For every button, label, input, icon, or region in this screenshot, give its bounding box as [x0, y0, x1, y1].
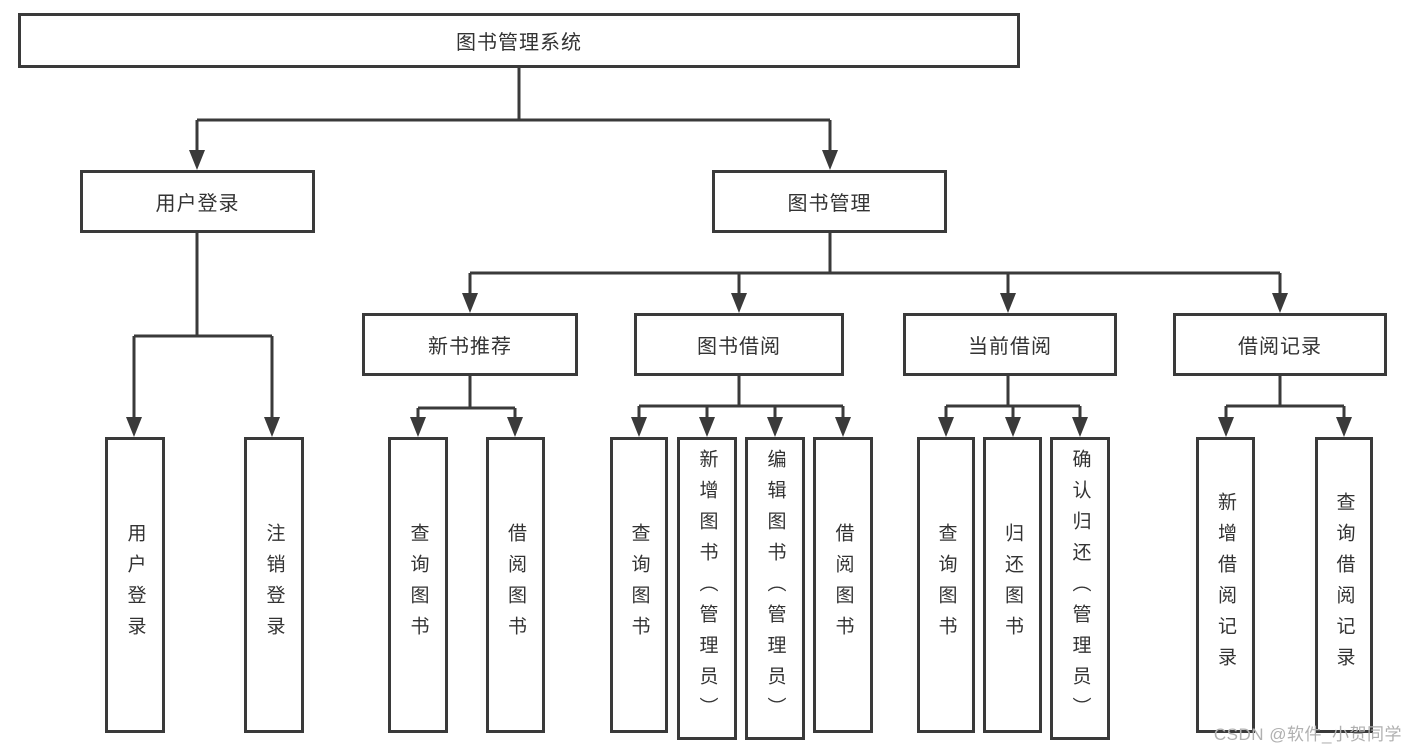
- node-new-book-recommend-label: 新书推荐: [428, 336, 512, 358]
- leaf-confirm-return-admin: 确认归还（管理员）: [1050, 437, 1110, 740]
- leaf-logout-label: 注销登录: [263, 523, 285, 647]
- node-borrow-records-label: 借阅记录: [1238, 336, 1322, 358]
- arrowhead-icons: [126, 150, 1352, 437]
- node-book-borrow: 图书借阅: [634, 313, 844, 376]
- leaf-user-login: 用户登录: [105, 437, 165, 733]
- leaf-user-login-label: 用户登录: [124, 523, 146, 647]
- leaf-borrow-books-recommend: 借阅图书: [486, 437, 545, 733]
- leaf-add-borrow-record-label: 新增借阅记录: [1215, 492, 1236, 678]
- leaf-add-borrow-record: 新增借阅记录: [1196, 437, 1255, 733]
- leaf-borrow-books-label: 借阅图书: [832, 523, 854, 647]
- leaf-query-books-recommend-label: 查询图书: [407, 523, 429, 647]
- watermark: CSDN @软件_小贺同学: [1213, 725, 1402, 744]
- node-book-borrow-label: 图书借阅: [697, 336, 781, 358]
- node-current-borrow-label: 当前借阅: [968, 336, 1052, 358]
- leaf-edit-book-admin-label: 编辑图书（管理员）: [764, 449, 786, 728]
- connector-edges: [132, 68, 1346, 425]
- leaf-query-borrow-record: 查询借阅记录: [1315, 437, 1373, 733]
- leaf-query-borrow-record-label: 查询借阅记录: [1333, 492, 1355, 678]
- node-user-login: 用户登录: [80, 170, 315, 233]
- node-root-label: 图书管理系统: [456, 32, 582, 54]
- leaf-query-books-borrow-label: 查询图书: [628, 523, 650, 647]
- leaf-return-book: 归还图书: [983, 437, 1042, 733]
- leaf-query-books-current-label: 查询图书: [935, 523, 957, 647]
- node-current-borrow: 当前借阅: [903, 313, 1117, 376]
- leaf-edit-book-admin: 编辑图书（管理员）: [745, 437, 805, 740]
- leaf-query-books-current: 查询图书: [917, 437, 975, 733]
- leaf-query-books-borrow: 查询图书: [610, 437, 668, 733]
- leaf-return-book-label: 归还图书: [1002, 523, 1023, 647]
- leaf-query-books-recommend: 查询图书: [388, 437, 448, 733]
- node-book-management: 图书管理: [712, 170, 947, 233]
- leaf-borrow-books-recommend-label: 借阅图书: [505, 523, 526, 647]
- node-new-book-recommend: 新书推荐: [362, 313, 578, 376]
- node-borrow-records: 借阅记录: [1173, 313, 1387, 376]
- leaf-borrow-books: 借阅图书: [813, 437, 873, 733]
- node-book-management-label: 图书管理: [787, 193, 872, 215]
- node-user-login-label: 用户登录: [155, 193, 240, 215]
- leaf-add-book-admin-label: 新增图书（管理员）: [696, 449, 718, 728]
- leaf-logout: 注销登录: [244, 437, 304, 733]
- leaf-add-book-admin: 新增图书（管理员）: [677, 437, 737, 740]
- node-root-system: 图书管理系统: [18, 13, 1020, 68]
- leaf-confirm-return-admin-label: 确认归还（管理员）: [1069, 449, 1091, 728]
